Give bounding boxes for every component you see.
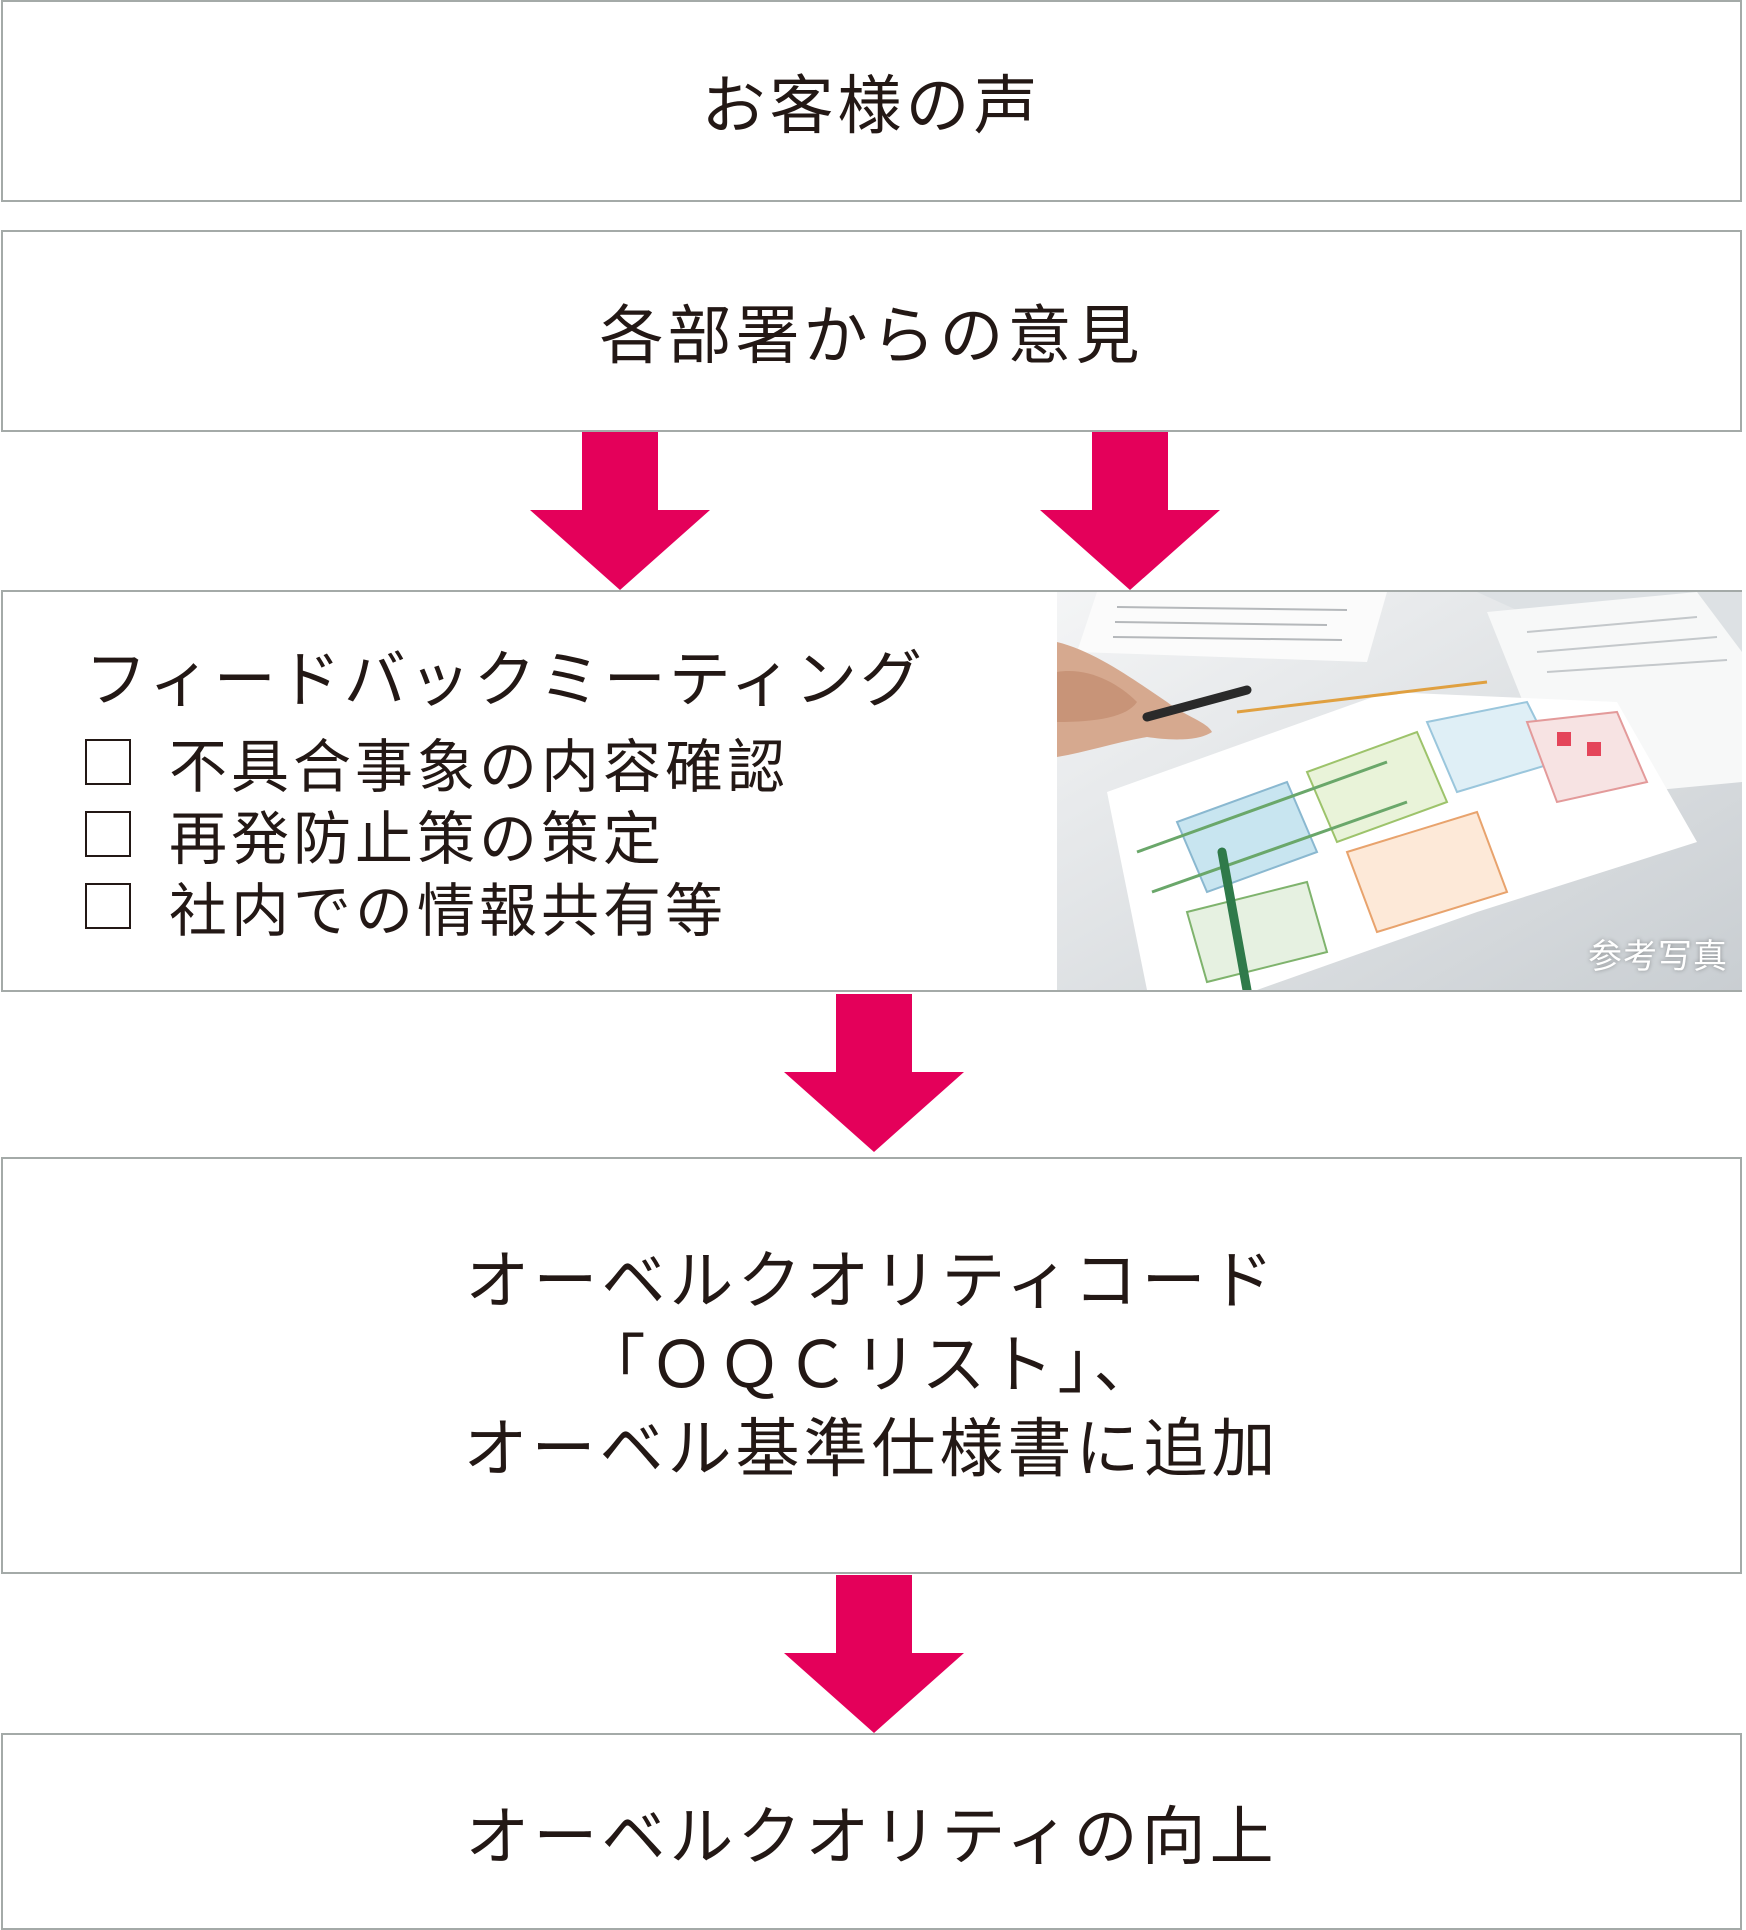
checkbox-icon	[85, 883, 131, 929]
photo-caption: 参考写真	[1588, 937, 1728, 977]
step-customer-voice: お客様の声	[1, 0, 1742, 202]
arrow-down-center-1	[784, 994, 964, 1152]
step-quality-improvement: オーベルクオリティの向上	[1, 1733, 1742, 1930]
oqc-line-3: オーベル基準仕様書に追加	[463, 1412, 1280, 1487]
checkbox-icon	[85, 739, 131, 785]
oqc-line-1: オーベルクオリティコード	[465, 1244, 1278, 1319]
arrow-down-right	[1040, 432, 1220, 590]
step-feedback-meeting: フィードバックミーティング 不具合事象の内容確認 再発防止策の策定 社内での情報…	[1, 590, 1742, 992]
meeting-photo: 参考写真	[1057, 592, 1742, 990]
arrow-down-center-2	[784, 1575, 964, 1733]
step-customer-voice-label: お客様の声	[701, 70, 1042, 144]
step-quality-improvement-label: オーベルクオリティの向上	[465, 1800, 1278, 1875]
arrow-down-left	[530, 432, 710, 590]
checkbox-icon	[85, 811, 131, 857]
meeting-title: フィードバックミーティング	[85, 643, 926, 716]
step-department-opinions-label: 各部署からの意見	[599, 300, 1144, 374]
step-oqc-addition: オーベルクオリティコード 「ＯＱＣリスト」、 オーベル基準仕様書に追加	[1, 1157, 1742, 1574]
oqc-line-2: 「ＯＱＣリスト」、	[581, 1328, 1162, 1403]
step-department-opinions: 各部署からの意見	[1, 230, 1742, 432]
meeting-item: 不具合事象の内容確認	[85, 726, 925, 801]
meeting-item: 再発防止策の策定	[85, 798, 925, 873]
meeting-text-block: フィードバックミーティング 不具合事象の内容確認 再発防止策の策定 社内での情報…	[85, 642, 926, 945]
meeting-item: 社内での情報共有等	[85, 870, 925, 945]
meeting-item-label: 再発防止策の策定	[169, 805, 666, 873]
meeting-photo-illustration	[1057, 592, 1742, 990]
meeting-item-label: 不具合事象の内容確認	[169, 733, 790, 801]
meeting-item-label: 社内での情報共有等	[169, 877, 728, 945]
